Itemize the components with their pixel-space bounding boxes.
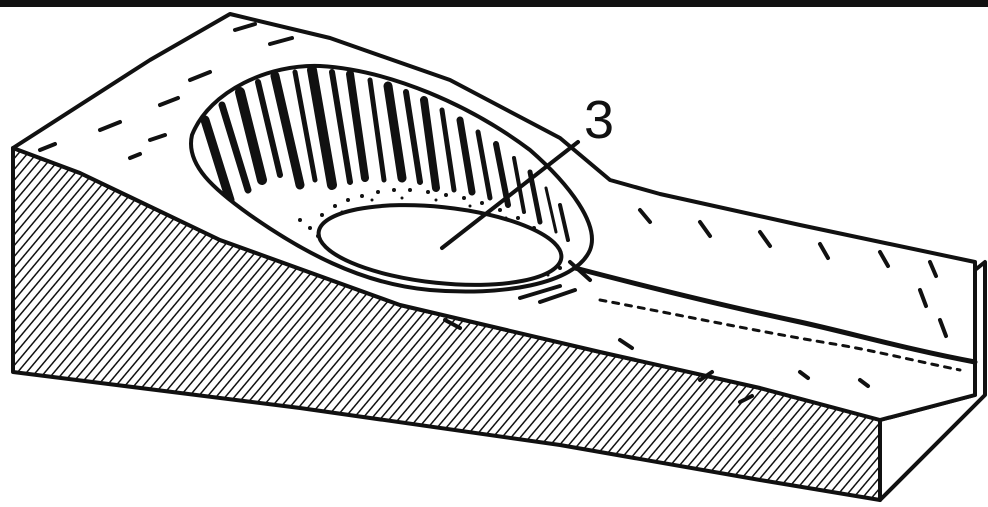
callout-label: 3 xyxy=(584,90,614,150)
top-border xyxy=(0,0,988,7)
